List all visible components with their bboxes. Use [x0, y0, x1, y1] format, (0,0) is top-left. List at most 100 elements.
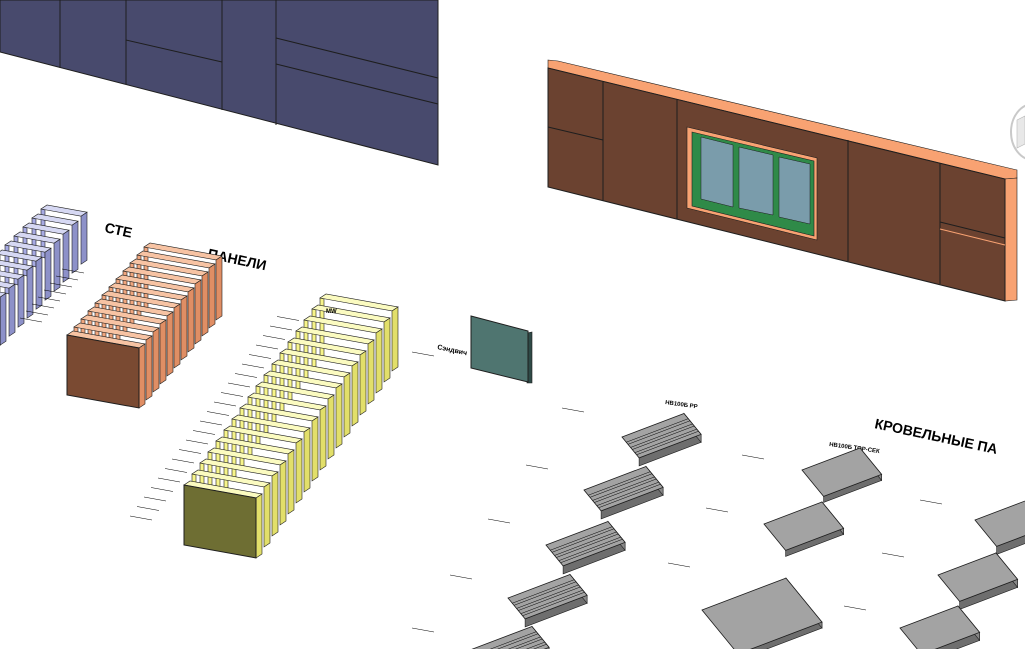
leader-line	[234, 373, 258, 378]
roof-panels[interactable]	[470, 412, 1025, 649]
stack-panel-side	[187, 287, 195, 353]
stack-panel-side	[26, 265, 34, 319]
roof-panel-a1-rib	[626, 418, 689, 443]
roof-panel-a1-rib-shadow	[628, 420, 691, 445]
leader-line	[269, 325, 293, 331]
roof-panel-a5-rib	[489, 631, 537, 649]
roof-panel-a4-rib	[512, 579, 575, 604]
leader-line	[881, 552, 905, 558]
sandwich-panel[interactable]: Сэндвич	[437, 315, 533, 384]
leader-line	[136, 506, 160, 511]
roof-panel-a3-rib-shadow	[560, 538, 623, 563]
leader-line	[143, 496, 167, 502]
roof-panel-a3-rib	[550, 526, 613, 551]
window[interactable]	[686, 126, 818, 241]
roof-panel-a3-rib-shadow	[556, 533, 619, 558]
leader-line	[61, 268, 85, 274]
leader-line	[31, 303, 55, 309]
brown-wall-seam	[939, 228, 1006, 246]
roof-panel-a2-rib-shadow	[594, 478, 657, 503]
roof-panel-a4-rib	[520, 589, 583, 614]
roof-panel-a5-top	[471, 625, 550, 649]
navy-wall-seam	[125, 39, 223, 63]
stack-panel-side	[0, 292, 7, 346]
roof-panel-a1-rib	[630, 423, 693, 448]
stack-panel-front	[66, 334, 140, 409]
view-cube-graphic	[1010, 104, 1025, 160]
stack-panel-side	[271, 471, 279, 537]
leader-line	[262, 335, 286, 340]
roof-panel-a4-rib-shadow	[522, 591, 585, 616]
stack-panel-side	[343, 372, 351, 438]
stack-panel-side	[319, 405, 327, 471]
roof-panel-c3-top	[899, 605, 981, 649]
stack-panel-side	[80, 211, 88, 265]
leader-line	[741, 454, 765, 460]
stack-panel-side	[351, 361, 359, 427]
stack-panel-side	[17, 274, 25, 328]
yellow-panel-stack[interactable]	[183, 293, 399, 559]
leader-line	[241, 363, 265, 369]
stack-panel-side	[152, 327, 160, 393]
stack-panel-side	[367, 339, 375, 405]
stack-panel-side	[391, 306, 399, 372]
stack-panel-side	[335, 383, 343, 449]
roof-panel-a2-rib	[588, 471, 651, 496]
leader-line	[171, 458, 195, 464]
stack-panel-side	[255, 493, 263, 559]
stack-panel-side	[194, 279, 202, 345]
stack-panel-side	[303, 427, 311, 493]
lavender-panel-stack[interactable]	[0, 204, 88, 346]
leader-line	[213, 401, 237, 407]
roof-panel-a2-rib	[596, 481, 659, 506]
window-glass-2	[738, 146, 774, 216]
roof-panel-a5-rib	[526, 641, 545, 649]
roof-panel-a3-rib	[558, 536, 621, 561]
stack-panel-side	[359, 350, 367, 416]
leader-line	[192, 430, 216, 435]
stack-panel-side	[311, 416, 319, 482]
stack-panel-side	[208, 263, 216, 329]
roof-panel-a5-rib-shadow	[515, 638, 543, 649]
leader-line	[150, 487, 174, 492]
leader-line	[129, 515, 153, 521]
stack-panel-side	[138, 343, 146, 409]
stack-panel-side	[44, 247, 52, 301]
stack-panel-side	[180, 295, 188, 361]
navy-wall-face	[0, 0, 439, 166]
leader-line	[276, 316, 300, 321]
leader-line	[227, 382, 251, 388]
roof-panel-c2-top	[937, 552, 1019, 602]
stack-panel-side	[263, 482, 271, 548]
leader-line	[449, 574, 473, 580]
window-glass-1	[700, 136, 734, 208]
copper-panel-stack[interactable]	[66, 242, 223, 409]
brown-wall-seam	[939, 221, 1006, 239]
navy-wall-seam	[275, 63, 439, 105]
stack-panel-side	[71, 220, 79, 274]
stack-panel-side	[35, 256, 43, 310]
navy-wall[interactable]	[0, 0, 439, 166]
leader-line	[164, 468, 188, 473]
brown-wall[interactable]	[547, 59, 1018, 302]
stack-panel-side	[375, 328, 383, 394]
roof-panel-a5-rib-shadow	[497, 633, 539, 649]
stack-panel-side	[166, 311, 174, 377]
leader-line	[19, 317, 43, 323]
roof-panel-a3-rib	[554, 531, 617, 556]
sandwich-label: Сэндвич	[437, 344, 468, 357]
stack-panel-top	[31, 213, 79, 226]
roof-panel-a4-rib	[516, 584, 579, 609]
roof-panel-a2-rib	[592, 476, 655, 501]
brown-wall-side	[1004, 177, 1018, 302]
view-cube-icon[interactable]	[1003, 100, 1025, 164]
stack-panel-side	[145, 335, 153, 401]
navy-wall-seam	[275, 37, 439, 79]
leader-line	[667, 562, 691, 568]
leader-line	[487, 518, 511, 524]
leader-labels	[19, 268, 943, 633]
roof-panel-c1-top	[974, 500, 1025, 547]
roof-panel-b3-top	[701, 577, 823, 649]
